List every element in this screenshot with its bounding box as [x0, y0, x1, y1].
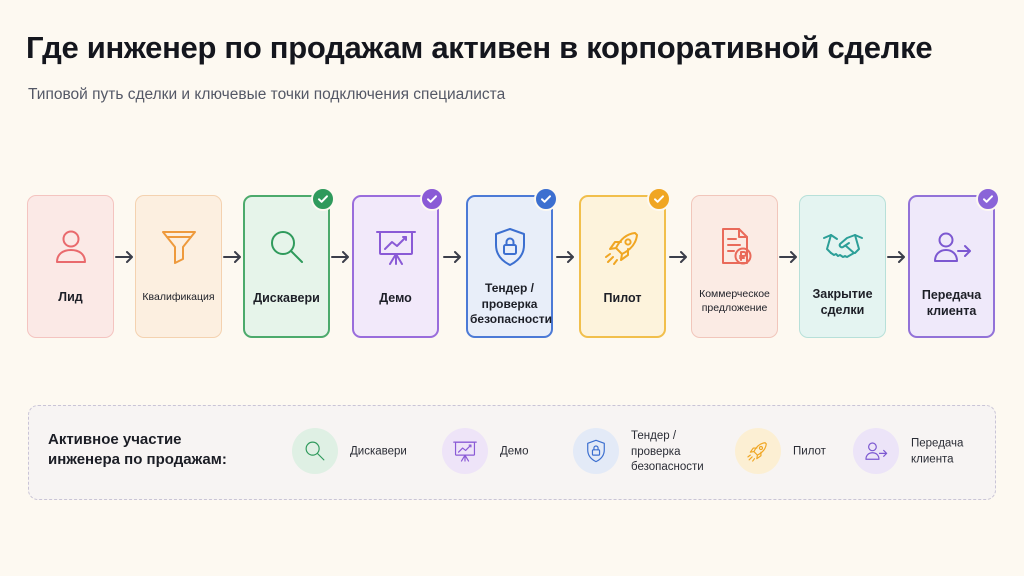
- legend-panel: Активное участие инженера по продажам: Д…: [28, 405, 996, 500]
- user-icon: [49, 224, 93, 268]
- magnifier-icon: [265, 225, 309, 269]
- legend-item-label: Демо: [500, 445, 529, 458]
- stage-card: Тендер / проверка безопасности: [466, 187, 558, 338]
- legend-item-label: Передача клиента: [911, 437, 964, 466]
- check-icon: [976, 187, 1000, 211]
- stage-label: Тендер / проверка безопасности: [470, 281, 553, 326]
- arrow-right-icon: [668, 250, 689, 264]
- legend-title: Активное участие инженера по продажам:: [48, 431, 227, 468]
- stage-label: Квалификация: [142, 291, 215, 303]
- shield-lock-icon: [488, 225, 532, 269]
- stage-label: Дискавери: [253, 291, 320, 305]
- check-icon: [311, 187, 335, 211]
- shield-lock-icon: [573, 428, 619, 474]
- arrow-right-icon: [331, 250, 351, 264]
- arrow-right-icon: [442, 250, 463, 264]
- stage-card: Демо: [352, 187, 444, 338]
- arrow-right-icon: [887, 250, 907, 264]
- handshake-icon: [821, 224, 865, 268]
- stage-label: Передача клиента: [921, 288, 982, 318]
- legend-item-label: Пилот: [793, 445, 826, 458]
- presentation-icon: [374, 225, 418, 269]
- rocket-icon: [735, 428, 781, 474]
- check-icon: [420, 187, 444, 211]
- document-ruble-icon: [713, 224, 757, 268]
- funnel-icon: [157, 224, 201, 268]
- stage-card: Закрытие сделки: [799, 195, 886, 338]
- stage-label: Пилот: [603, 291, 642, 305]
- deal-flow: Лид Квалификация Дискавери Демо Тендер / про…: [27, 187, 1000, 338]
- user-handoff-icon: [930, 225, 974, 269]
- user-handoff-icon: [853, 428, 899, 474]
- magnifier-icon: [292, 428, 338, 474]
- legend-item-label: Дискавери: [350, 445, 407, 458]
- stage-card: Пилот: [579, 187, 671, 338]
- arrow-right-icon: [778, 250, 799, 264]
- stage-card: Лид: [27, 195, 114, 338]
- check-icon: [534, 187, 558, 211]
- stage-label: Демо: [379, 291, 412, 305]
- legend-item-label: Тендер / проверка безопасности: [631, 429, 704, 473]
- stage-card: Коммерческое предложение: [691, 195, 778, 338]
- stage-card: Передача клиента: [908, 187, 1000, 338]
- stage-label: Лид: [58, 290, 83, 304]
- stage-card: Дискавери: [243, 187, 335, 338]
- check-icon: [647, 187, 671, 211]
- page-subtitle: Типовой путь сделки и ключевые точки под…: [28, 86, 506, 103]
- presentation-icon: [442, 428, 488, 474]
- page-title: Где инженер по продажам активен в корпор…: [26, 30, 933, 65]
- rocket-icon: [601, 225, 645, 269]
- stage-card: Квалификация: [135, 195, 222, 338]
- stage-label: Закрытие сделки: [812, 287, 873, 317]
- arrow-right-icon: [114, 250, 135, 264]
- stage-label: Коммерческое предложение: [699, 288, 770, 314]
- arrow-right-icon: [556, 250, 576, 264]
- arrow-right-icon: [222, 250, 243, 264]
